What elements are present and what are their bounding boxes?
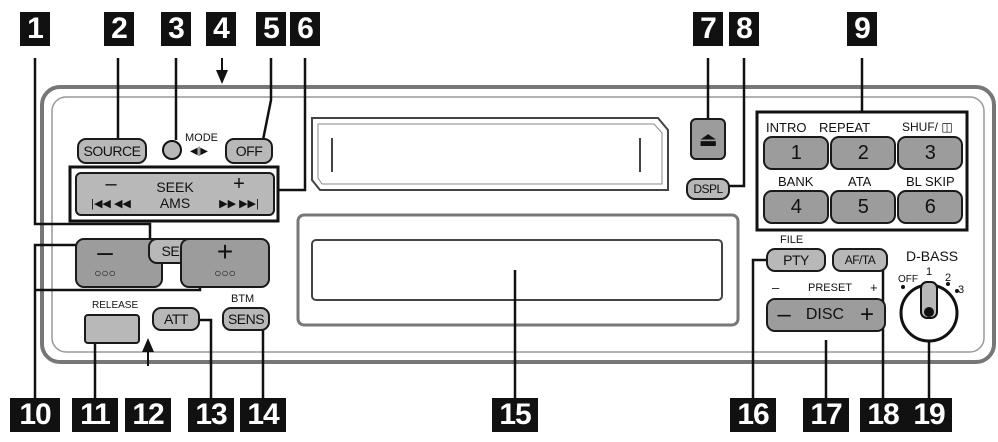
sens-button[interactable]: SENS [222,307,270,331]
file-label: FILE [780,234,804,246]
release-button[interactable] [84,314,140,344]
callout-10: 10 [10,398,60,432]
source-button[interactable]: SOURCE [77,138,147,164]
preset-label: PRESET [808,282,853,294]
dbass-2-label: 2 [945,272,952,284]
callout-13: 13 [188,398,234,432]
cassette-slot [311,117,669,191]
dspl-button[interactable]: DSPL [686,178,730,200]
callout-2: 2 [104,12,134,46]
seek-ams-rocker[interactable] [75,172,275,216]
callout-18: 18 [860,398,906,432]
preset-minus-label: – [772,280,780,295]
preset-4-button[interactable]: 4 [763,190,829,224]
preset-5-button[interactable]: 5 [830,190,896,224]
callout-3: 3 [161,12,191,46]
preset-6-button[interactable]: 6 [897,190,963,224]
seek-minus-label: – [105,172,117,195]
eject-button[interactable]: ⏏ [690,118,726,160]
volume-minus-button[interactable] [75,238,163,288]
mode-arrows-icon: ◀|▶ [190,146,208,157]
disc-rocker[interactable] [766,298,886,332]
callout-12: 12 [125,398,171,432]
mode-knob [162,140,182,160]
callout-1: 1 [20,12,50,46]
dbass-label: D-BASS [906,248,959,264]
preset-3-button[interactable]: 3 [897,136,963,170]
volume-minus-label: – [97,236,113,267]
callout-5: 5 [256,12,286,46]
sel-button[interactable]: SEL [148,238,200,264]
callout-14: 14 [240,398,286,432]
dbass-1-label: 1 [926,266,933,278]
volume-minus-dots: ○○○ [94,266,116,280]
preset-plus-label: + [870,280,878,295]
preset-2-button[interactable]: 2 [830,136,896,170]
callout-9: 9 [847,12,877,46]
disc-label: DISC [805,306,845,323]
release-label: RELEASE [92,300,139,311]
callout-15: 15 [492,398,538,432]
volume-plus-dots: ○○○ [214,266,236,280]
callout-8: 8 [729,12,759,46]
disc-plus-label: + [859,301,874,328]
seek-plus-label: + [233,172,245,195]
pty-button[interactable]: PTY [766,248,826,272]
callout-19: 19 [906,398,952,432]
volume-plus-button[interactable] [180,238,270,288]
af-ta-button[interactable]: AF/TA [832,248,888,272]
ams-label: AMS [159,195,191,211]
seek-label: SEEK [156,179,194,195]
dbass-off-label: OFF [898,274,918,285]
callout-11: 11 [72,398,118,432]
callout-17: 17 [803,398,849,432]
volume-plus-label: + [216,236,234,267]
preset-3-label: SHUF/ ◫ [902,120,953,134]
seek-forward-icon: ▶▶ ▶▶| [219,197,259,210]
preset-1-label: INTRO [766,120,807,135]
mode-label: MODE [185,132,218,144]
preset-1-button[interactable]: 1 [763,136,829,170]
disc-minus-label: – [777,301,791,328]
preset-2-label: REPEAT [819,120,871,135]
callout-4: 4 [206,12,236,46]
display-window [296,213,740,327]
seek-group-frame [68,165,280,223]
btm-label: BTM [231,293,255,305]
preset-5-label: ATA [848,174,872,189]
preset-4-label: BANK [778,174,814,189]
off-button[interactable]: OFF [225,138,273,164]
callout-6: 6 [290,12,320,46]
seek-back-icon: |◀◀ ◀◀ [91,197,131,210]
callout-7: 7 [693,12,723,46]
preset-6-label: BL SKIP [906,174,955,189]
att-button[interactable]: ATT [152,307,200,331]
dbass-3-label: 3 [958,284,965,296]
callout-16: 16 [730,398,776,432]
